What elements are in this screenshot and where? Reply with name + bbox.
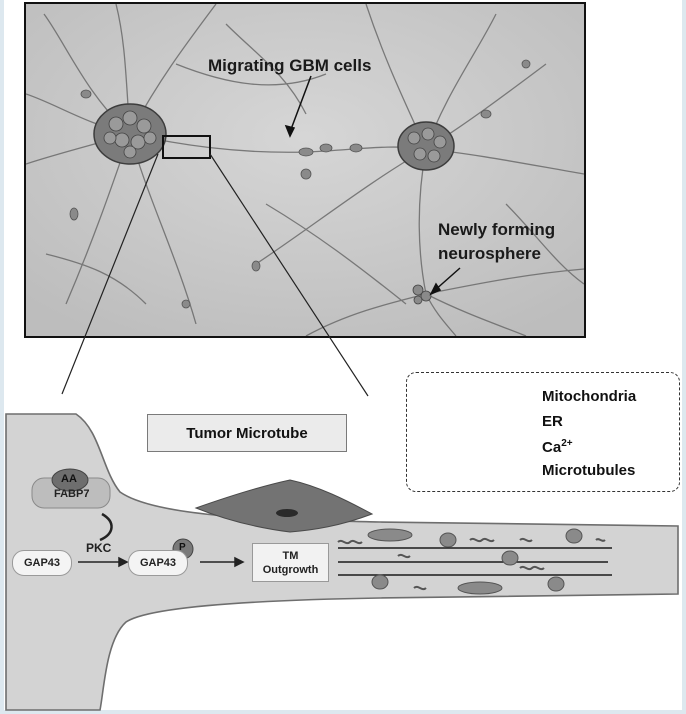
legend-box xyxy=(406,372,680,492)
micrograph-image: Migrating GBM cells Newly forming neuros… xyxy=(24,2,586,338)
legend-microtubules: Microtubules xyxy=(542,462,636,479)
gap43-left: GAP43 xyxy=(12,550,72,576)
legend-calcium: Ca2+ xyxy=(542,438,573,456)
spindle-cell xyxy=(194,479,374,533)
fabp7-label: FABP7 xyxy=(54,488,90,500)
pathway-arrows xyxy=(78,556,245,568)
legend-mitochondria: Mitochondria xyxy=(542,388,637,405)
organelles xyxy=(337,528,606,595)
tm-outgrowth-box: TM Outgrowth xyxy=(252,543,329,582)
cell-bodies xyxy=(69,59,531,309)
label-newly-forming-line1: Newly forming xyxy=(438,220,556,239)
label-arrows xyxy=(284,75,461,296)
zoom-line-left xyxy=(61,153,159,395)
inhibition-curve xyxy=(99,512,113,542)
aa-shape xyxy=(51,468,89,492)
tumor-microtube-title: Tumor Microtube xyxy=(147,414,347,452)
neurosphere-small xyxy=(412,284,432,305)
zoom-box xyxy=(162,135,211,159)
legend-er: ER xyxy=(542,413,563,430)
tm-outgrowth-line1: TM xyxy=(282,549,299,562)
label-migrating-gbm-cells: Migrating GBM cells xyxy=(208,56,372,75)
label-newly-forming-line2: neurosphere xyxy=(438,244,541,263)
pkc-label: PKC xyxy=(86,541,112,555)
phospho-label: P xyxy=(179,542,186,553)
aa-label: AA xyxy=(61,473,77,485)
neurosphere-right xyxy=(397,121,455,171)
spindle-cell-nucleus xyxy=(276,509,298,517)
microtubule-lines xyxy=(338,547,612,576)
tm-outgrowth-line2: Outgrowth xyxy=(262,563,319,576)
gap43-right: GAP43 xyxy=(128,550,188,576)
legend-calcium-superscript: 2+ xyxy=(561,438,573,449)
micrograph-drawing xyxy=(26,4,584,336)
zoom-line-right xyxy=(209,153,369,397)
legend-calcium-label: Ca xyxy=(542,439,562,456)
neurosphere-left xyxy=(93,103,167,165)
